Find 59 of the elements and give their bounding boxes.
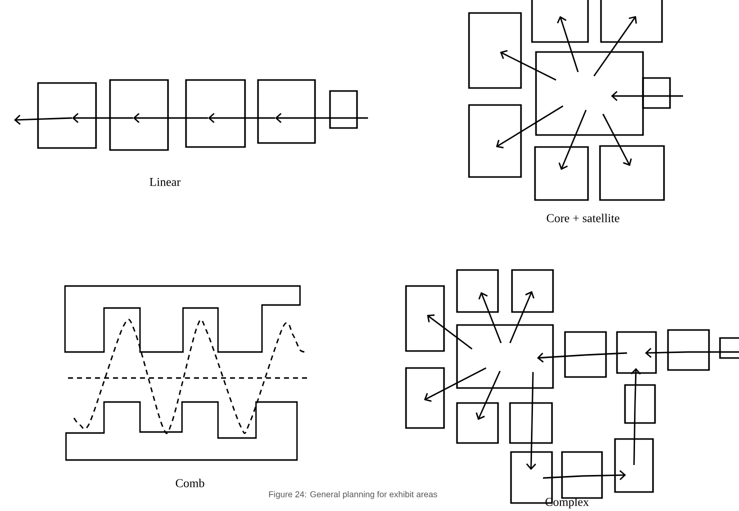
arrow <box>602 114 632 166</box>
arrow <box>72 112 133 124</box>
room-box <box>456 324 554 389</box>
arrow <box>630 368 641 404</box>
room-box <box>531 0 589 43</box>
arrow <box>582 470 626 480</box>
panel-label: Comb <box>176 478 204 488</box>
room-box <box>468 12 522 89</box>
room-box <box>564 331 607 378</box>
panel-label: Complex <box>546 498 589 508</box>
arrow <box>593 16 637 76</box>
room-box <box>257 79 316 144</box>
arrow <box>424 367 486 402</box>
room-box <box>561 451 603 499</box>
panel-label: Linear <box>150 178 181 186</box>
arrow <box>427 314 472 350</box>
arrow <box>208 112 275 124</box>
room-box <box>405 367 445 429</box>
arrow <box>496 105 564 148</box>
arrow <box>509 291 534 344</box>
room-box <box>667 329 710 371</box>
arrow <box>14 114 72 125</box>
room-box <box>37 82 97 149</box>
room-box <box>719 337 739 359</box>
arrow <box>500 50 556 81</box>
room-box <box>600 0 663 43</box>
room-box <box>456 269 499 313</box>
room-box <box>511 269 554 313</box>
room-box <box>535 51 644 136</box>
room-box <box>642 77 671 109</box>
arrow <box>611 90 683 102</box>
caption: Figure 24: General planning for exhibit areas <box>269 491 438 499</box>
panel-label: Core + satellite <box>546 214 620 222</box>
room-box <box>599 145 665 201</box>
room-box <box>614 438 654 493</box>
room-box <box>534 146 589 201</box>
room-box <box>185 79 246 148</box>
room-box <box>109 79 169 151</box>
room-box <box>624 384 656 424</box>
arrow <box>645 348 688 358</box>
arrow <box>537 352 586 363</box>
arrow <box>476 370 501 420</box>
line <box>542 475 582 479</box>
arrow <box>275 112 368 124</box>
room-box <box>456 402 499 444</box>
room-box <box>509 402 553 444</box>
arrow <box>526 422 536 470</box>
arrow <box>478 292 502 344</box>
room-box <box>405 285 445 352</box>
arrow <box>558 110 587 170</box>
line <box>584 352 628 356</box>
room-box <box>329 90 358 129</box>
arrow <box>556 16 579 72</box>
line <box>531 372 534 423</box>
room-box <box>616 331 657 374</box>
room-box <box>468 104 522 178</box>
arrow <box>133 112 208 124</box>
line <box>633 404 636 465</box>
line <box>688 351 739 353</box>
